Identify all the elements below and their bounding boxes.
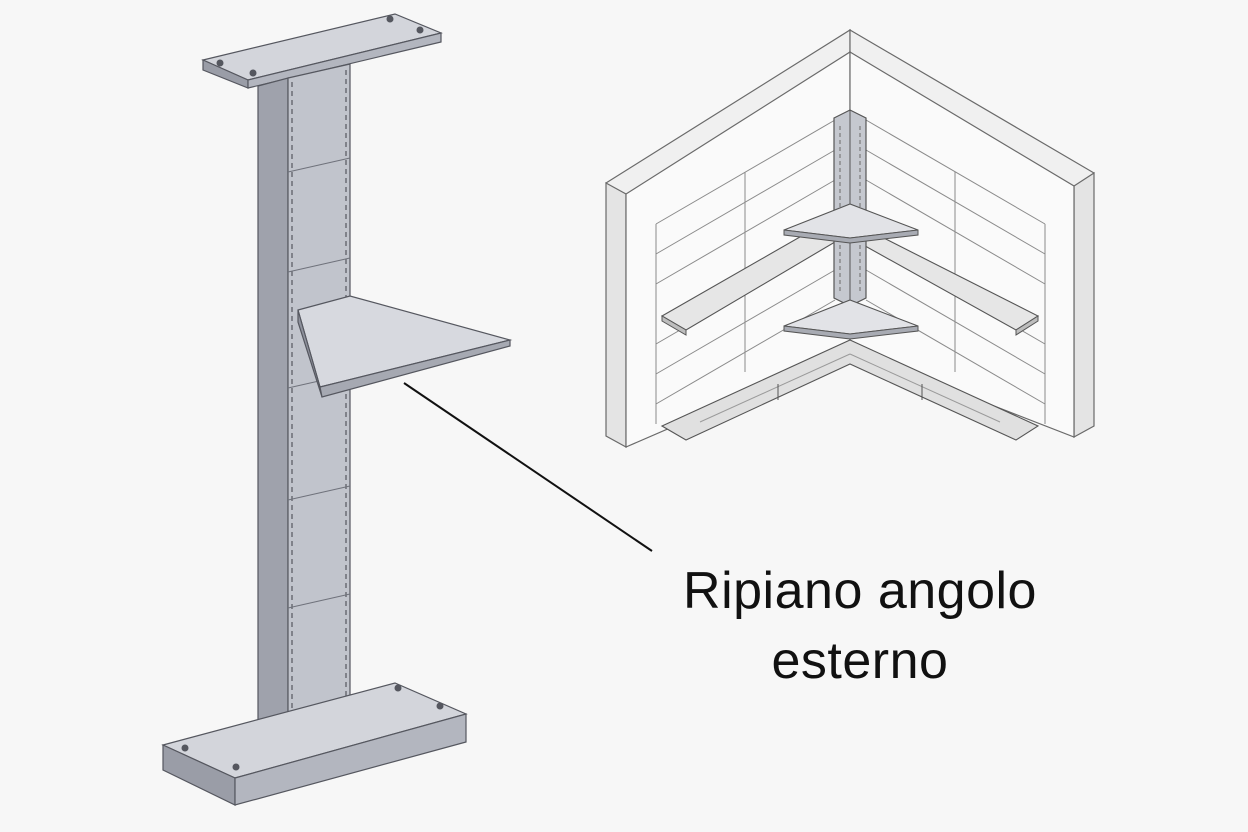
corner-shelf (297, 295, 513, 398)
lower-wall-shelves (660, 339, 1040, 441)
callout-label: Ripiano angolo esterno (640, 556, 1080, 696)
corner-shelf-upper (783, 203, 919, 244)
bolt-hole (386, 15, 394, 23)
bolt-hole (249, 69, 257, 77)
callout-label-line2: esterno (771, 632, 949, 690)
corner-shelf-lower (783, 299, 919, 340)
bolt-hole (436, 702, 444, 710)
bolt-hole (216, 59, 224, 67)
callout-label-line1: Ripiano angolo (683, 562, 1037, 620)
bolt-hole (181, 744, 189, 752)
callout-leader-line (403, 382, 653, 552)
bolt-hole (394, 684, 402, 692)
corner-walls (605, 28, 1095, 449)
bolt-hole (416, 26, 424, 34)
post-column (257, 63, 351, 729)
base-mounting-plate (161, 682, 468, 806)
upper-wall-shelves (660, 213, 1040, 336)
top-mounting-plate (201, 13, 443, 89)
upright-post-assembly (161, 13, 513, 806)
bolt-hole (232, 763, 240, 771)
corner-installation-view (605, 28, 1095, 449)
